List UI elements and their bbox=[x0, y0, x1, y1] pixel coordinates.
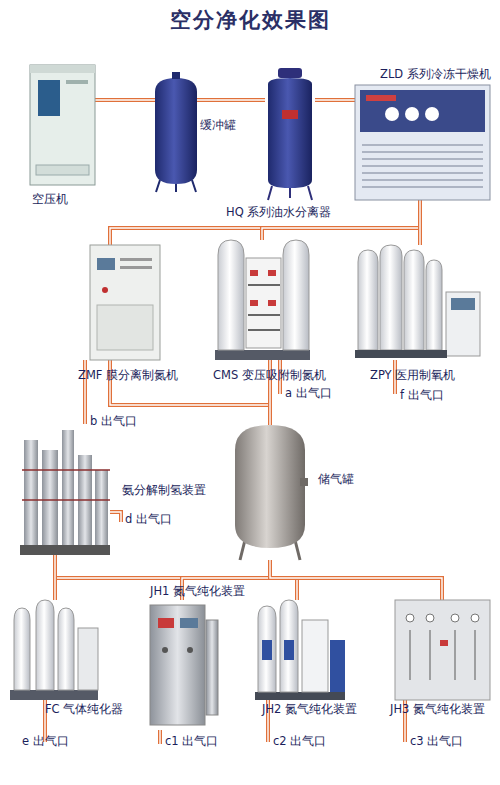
equipment-label: JH1 氮气纯化装置 bbox=[150, 584, 245, 598]
equipment-node: HQ 系列油水分离器 bbox=[265, 68, 315, 200]
nitrogen-purifier-jh1 bbox=[150, 605, 218, 725]
equipment-label: 空压机 bbox=[32, 192, 68, 206]
equipment-node: ZPY 医用制氧机 bbox=[355, 245, 480, 360]
equipment-label: HQ 系列油水分离器 bbox=[226, 205, 331, 219]
outlet-label: c1 出气口 bbox=[165, 734, 218, 748]
equipment-node: ZLD 系列冷冻干燥机 bbox=[355, 85, 490, 200]
outlet-label: a 出气口 bbox=[285, 386, 332, 400]
refrigerated-dryer bbox=[355, 85, 490, 200]
equipment-node: JH1 氮气纯化装置 bbox=[150, 600, 218, 730]
nitrogen-purifier-jh2 bbox=[255, 600, 345, 700]
equipment-node: 氨分解制氢装置 bbox=[20, 430, 110, 555]
equipment-label: ZPY 医用制氧机 bbox=[370, 368, 455, 382]
pipe-connector bbox=[55, 560, 270, 600]
outlet-label: d 出气口 bbox=[125, 512, 172, 526]
pipe-connector bbox=[270, 560, 442, 600]
equipment-label: 储气罐 bbox=[318, 472, 354, 486]
equipment-node: ZMF 膜分离制氮机 bbox=[90, 245, 160, 360]
pipe-connector bbox=[95, 100, 155, 101]
equipment-label: 氨分解制氢装置 bbox=[122, 483, 206, 497]
nitrogen-purifier-jh3 bbox=[395, 600, 490, 700]
equipment-node: 缓冲罐 bbox=[155, 78, 197, 190]
equipment-label: CMS 变压吸附制氮机 bbox=[213, 368, 326, 382]
equipment-node: JH3 氮气纯化装置 bbox=[395, 600, 490, 700]
pipe-connector bbox=[110, 200, 420, 245]
outlet-label: c2 出气口 bbox=[273, 734, 326, 748]
equipment-label: JH2 氮气纯化装置 bbox=[262, 702, 357, 716]
diagram-title: 空分净化效果图 bbox=[0, 6, 500, 34]
outlet-label: b 出气口 bbox=[90, 414, 137, 428]
equipment-label: ZLD 系列冷冻干燥机 bbox=[380, 67, 491, 81]
storage-tank bbox=[235, 425, 308, 560]
equipment-label: 缓冲罐 bbox=[200, 118, 236, 132]
pipe-connector bbox=[55, 555, 56, 600]
outlet-label: e 出气口 bbox=[22, 734, 69, 748]
gas-purifier bbox=[10, 600, 98, 700]
pipe-connector bbox=[315, 100, 355, 101]
equipment-node: CMS 变压吸附制氮机 bbox=[215, 240, 310, 360]
outlet-label: c3 出气口 bbox=[410, 734, 463, 748]
membrane-nitrogen-generator bbox=[90, 245, 160, 360]
pipe-connector bbox=[197, 100, 265, 101]
equipment-label: JH3 氮气纯化装置 bbox=[390, 702, 485, 716]
ammonia-cracker bbox=[20, 430, 110, 555]
buffer-tank bbox=[155, 72, 197, 192]
psa-nitrogen-generator bbox=[215, 240, 310, 360]
equipment-node: 空压机 bbox=[30, 65, 95, 185]
equipment-node: 储气罐 bbox=[235, 425, 305, 560]
medical-oxygen-generator bbox=[355, 245, 480, 358]
oil-water-separator bbox=[268, 68, 312, 200]
equipment-label: ZMF 膜分离制氮机 bbox=[78, 368, 178, 382]
equipment-node: FC 气体纯化器 bbox=[10, 600, 98, 700]
equipment-label: FC 气体纯化器 bbox=[45, 702, 123, 716]
outlet-label: f 出气口 bbox=[400, 388, 444, 402]
equipment-node: JH2 氮气纯化装置 bbox=[255, 600, 345, 700]
pipe-connector bbox=[420, 200, 421, 245]
air-compressor bbox=[30, 65, 95, 185]
